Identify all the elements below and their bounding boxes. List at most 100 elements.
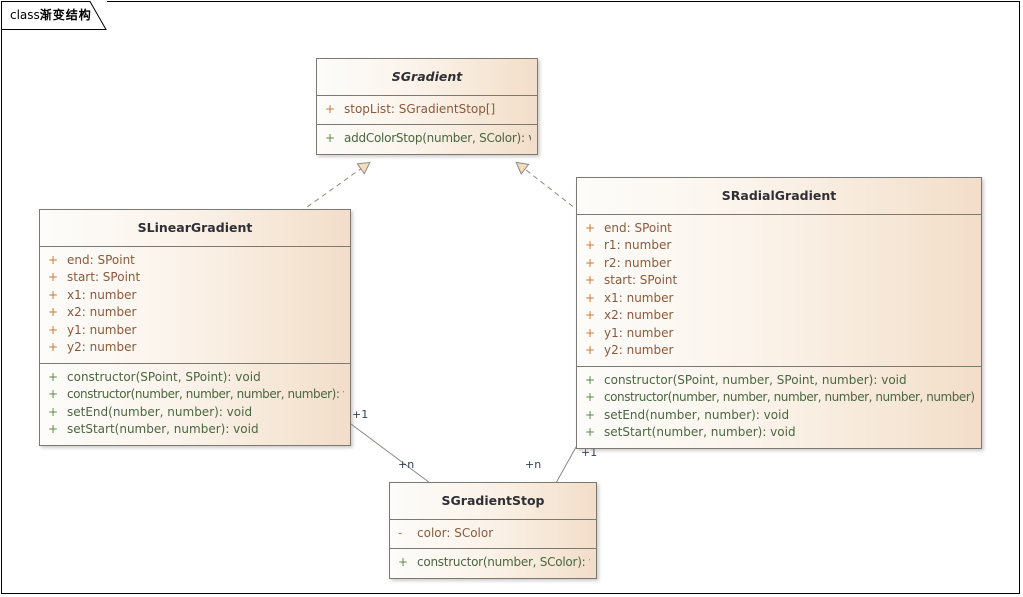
operation-row[interactable]: + constructor(number, number, number, nu… <box>577 389 981 407</box>
attribute-text: y1: number <box>604 325 674 340</box>
attribute-text: r2: number <box>604 255 672 270</box>
attribute-text: start: SPoint <box>67 270 141 284</box>
operations-section-sgradient: + addColorStop(number, SColor): void <box>317 124 537 154</box>
visibility-marker: + <box>48 387 59 401</box>
attribute-text: color: SColor <box>417 525 494 540</box>
class-name-sgradientstop: SGradientStop <box>390 483 596 520</box>
attribute-row[interactable]: + start: SPoint <box>577 272 981 290</box>
attribute-text: x2: number <box>67 305 137 319</box>
visibility-marker: + <box>585 220 596 235</box>
attribute-text: x2: number <box>604 308 674 322</box>
operation-row[interactable]: + constructor(number, SColor): void <box>390 554 596 572</box>
operation-row[interactable]: + setStart(number, number): void <box>577 424 981 442</box>
visibility-marker: + <box>48 322 59 337</box>
operation-row[interactable]: + setEnd(number, number): void <box>577 407 981 425</box>
operation-text: constructor(number, SColor): void <box>417 555 590 569</box>
operation-text: addColorStop(number, SColor): void <box>344 131 531 145</box>
attribute-text: r1: number <box>604 238 672 252</box>
attribute-text: end: SPoint <box>604 220 672 235</box>
frame-tab-name: 渐变结构 <box>39 8 92 22</box>
multiplicity-radial-source: +1 <box>581 446 598 459</box>
connector-radial-realizes-gradient <box>515 161 581 213</box>
visibility-marker: + <box>585 390 596 404</box>
attribute-row[interactable]: + y1: number <box>40 322 350 340</box>
class-box-sgradientstop[interactable]: SGradientStop - color: SColor + construc… <box>389 482 597 579</box>
multiplicity-radial-target: +n <box>525 458 542 471</box>
attribute-row[interactable]: + end: SPoint <box>40 252 350 270</box>
visibility-marker: + <box>48 252 59 267</box>
operation-text: setStart(number, number): void <box>604 425 796 439</box>
visibility-marker: + <box>48 287 59 302</box>
attribute-row[interactable]: + r1: number <box>577 237 981 255</box>
frame-tab-label: class渐变结构 <box>10 6 92 23</box>
attribute-row[interactable]: + stopList: SGradientStop[] <box>317 101 537 119</box>
visibility-marker: - <box>398 525 403 540</box>
visibility-marker: + <box>48 305 59 319</box>
attribute-row[interactable]: + y2: number <box>40 339 350 357</box>
frame-tab-keyword: class <box>10 8 40 22</box>
operation-text: constructor(SPoint, number, SPoint, numb… <box>604 372 907 387</box>
attribute-text: y1: number <box>67 322 137 337</box>
attribute-row[interactable]: - color: SColor <box>390 525 596 543</box>
frame-tab-shape <box>1 1 107 30</box>
operations-section-sgradientstop: + constructor(number, SColor): void <box>390 548 596 578</box>
attribute-text: x1: number <box>604 290 674 305</box>
attribute-row[interactable]: + x2: number <box>40 304 350 322</box>
attribute-text: end: SPoint <box>67 252 135 267</box>
attribute-row[interactable]: + x1: number <box>577 290 981 308</box>
operation-text: setStart(number, number): void <box>67 422 259 436</box>
attribute-row[interactable]: + start: SPoint <box>40 269 350 287</box>
visibility-marker: + <box>48 404 59 419</box>
visibility-marker: + <box>585 425 596 439</box>
multiplicity-linear-target: +n <box>398 458 415 471</box>
visibility-marker: + <box>48 369 59 384</box>
attribute-row[interactable]: + r2: number <box>577 255 981 273</box>
visibility-marker: + <box>48 340 59 354</box>
class-box-slineargradient[interactable]: SLinearGradient + end: SPoint + start: S… <box>39 209 351 446</box>
attributes-section-sgradient: + stopList: SGradientStop[] <box>317 96 537 125</box>
visibility-marker: + <box>585 343 596 357</box>
visibility-marker: + <box>585 325 596 340</box>
operation-row[interactable]: + constructor(SPoint, number, SPoint, nu… <box>577 372 981 390</box>
class-name-sgradient: SGradient <box>317 59 537 96</box>
operation-text: setEnd(number, number): void <box>67 404 253 419</box>
operation-row[interactable]: + addColorStop(number, SColor): void <box>317 130 537 148</box>
attribute-row[interactable]: + y2: number <box>577 342 981 360</box>
visibility-marker: + <box>585 372 596 387</box>
visibility-marker: + <box>325 101 336 116</box>
operation-row[interactable]: + setStart(number, number): void <box>40 421 350 439</box>
attribute-text: y2: number <box>604 343 674 357</box>
attribute-text: start: SPoint <box>604 273 678 287</box>
class-box-sgradient[interactable]: SGradient + stopList: SGradientStop[] + … <box>316 58 538 155</box>
operations-section-slineargradient: + constructor(SPoint, SPoint): void + co… <box>40 362 350 445</box>
operation-text: constructor(number, number, number, numb… <box>67 387 344 401</box>
visibility-marker: + <box>585 273 596 287</box>
operation-row[interactable]: + constructor(SPoint, SPoint): void <box>40 369 350 387</box>
attribute-row[interactable]: + x2: number <box>577 307 981 325</box>
class-name-sradialgradient: SRadialGradient <box>577 178 981 215</box>
operation-row[interactable]: + constructor(number, number, number, nu… <box>40 386 350 404</box>
operation-text: constructor(number, number, number, numb… <box>604 390 975 404</box>
attribute-row[interactable]: + end: SPoint <box>577 220 981 238</box>
class-box-sradialgradient[interactable]: SRadialGradient + end: SPoint + r1: numb… <box>576 177 982 449</box>
operation-row[interactable]: + setEnd(number, number): void <box>40 404 350 422</box>
attributes-section-sgradientstop: - color: SColor <box>390 520 596 549</box>
visibility-marker: + <box>48 422 59 436</box>
visibility-marker: + <box>325 131 336 145</box>
diagram-frame-tab: class渐变结构 <box>1 1 107 30</box>
visibility-marker: + <box>585 308 596 322</box>
operation-text: setEnd(number, number): void <box>604 407 790 422</box>
class-name-slineargradient: SLinearGradient <box>40 210 350 247</box>
connector-linear-has-stops <box>350 423 431 484</box>
attribute-row[interactable]: + x1: number <box>40 287 350 305</box>
multiplicity-linear-source: +1 <box>352 408 369 421</box>
operations-section-sradialgradient: + constructor(SPoint, number, SPoint, nu… <box>577 365 981 448</box>
visibility-marker: + <box>585 238 596 252</box>
visibility-marker: + <box>48 270 59 284</box>
attributes-section-sradialgradient: + end: SPoint + r1: number + r2: number … <box>577 215 981 366</box>
visibility-marker: + <box>398 555 409 569</box>
visibility-marker: + <box>585 255 596 270</box>
attribute-row[interactable]: + y1: number <box>577 325 981 343</box>
attribute-text: x1: number <box>67 287 137 302</box>
